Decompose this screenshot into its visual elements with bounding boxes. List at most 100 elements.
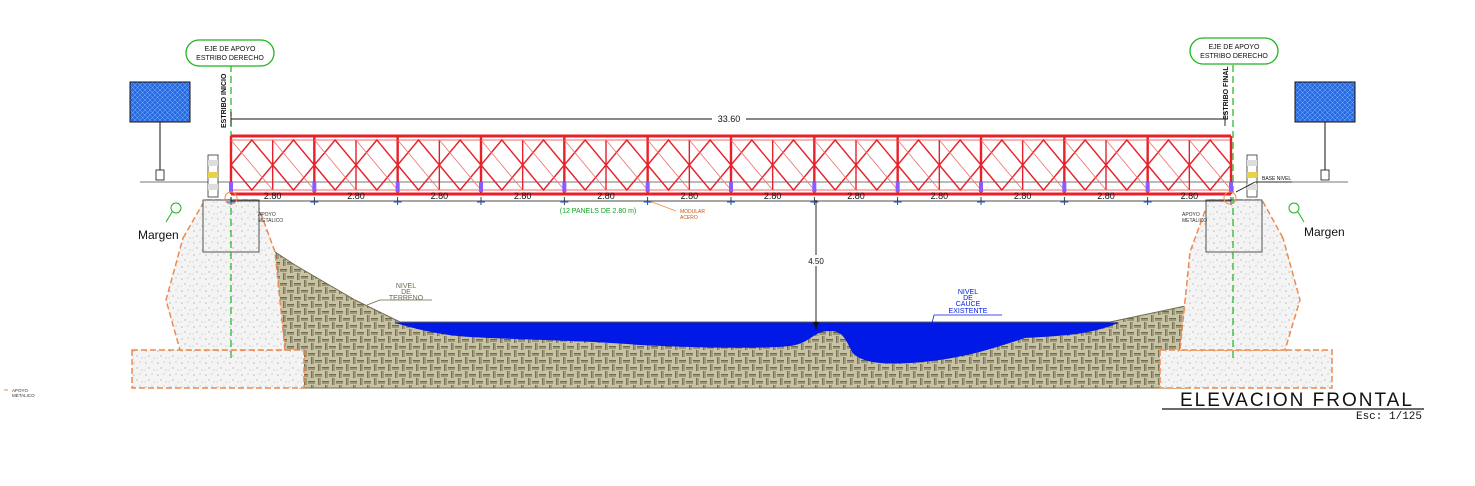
title-block: ELEVACION FRONTAL Esc: 1/125 xyxy=(1162,390,1424,423)
panel-tick xyxy=(977,197,985,205)
panel-length-label: 2.80 xyxy=(597,191,615,201)
panel-length-label: 2.80 xyxy=(431,191,449,201)
truss-panel xyxy=(812,136,899,194)
nivel-terreno-label: NIVEL DE TERRENO xyxy=(366,283,432,306)
panel-length-label: 2.80 xyxy=(264,191,282,201)
total-span-dimension: 33.60 xyxy=(230,112,1226,126)
river-bed-soil xyxy=(271,249,1191,389)
panel-pin xyxy=(645,182,650,192)
truss-panel xyxy=(895,136,982,194)
clearance-dimension: 4.50 xyxy=(803,200,829,330)
river-water xyxy=(395,323,1118,364)
panel-tick xyxy=(727,197,735,205)
panel-length-label: 2.80 xyxy=(764,191,782,201)
svg-text:ESTRIBO DERECHO: ESTRIBO DERECHO xyxy=(1200,53,1268,60)
drawing-scale: Esc: 1/125 xyxy=(1356,411,1422,423)
modular-note: MODULAR ACERO xyxy=(651,201,705,221)
truss-panel xyxy=(562,136,649,194)
left-guard-post xyxy=(207,154,219,198)
svg-text:NIVEL: NIVEL xyxy=(396,283,416,290)
panel-length-label: 2.80 xyxy=(931,191,949,201)
truss-panel xyxy=(395,136,482,194)
left-bearing-icon xyxy=(224,191,238,205)
svg-text:APOYO: APOYO xyxy=(12,388,29,393)
right-margen: Margen xyxy=(1288,202,1345,239)
panels-note: (12 PANELS DE 2.80 m) xyxy=(560,208,637,215)
truss-panel xyxy=(729,136,816,194)
truss-panel xyxy=(479,136,566,194)
left-axis-tag: EJE DE APOYO ESTRIBO DERECHO xyxy=(185,39,275,67)
panel-pin xyxy=(729,182,733,192)
svg-text:4.50: 4.50 xyxy=(808,257,824,266)
svg-text:ESTRIBO DERECHO: ESTRIBO DERECHO xyxy=(196,55,264,62)
svg-text:METALICO: METALICO xyxy=(258,218,283,224)
panel-tick xyxy=(893,197,902,205)
estribo-final-label: ESTRIBO FINAL xyxy=(1223,66,1230,120)
panel-tick xyxy=(1060,197,1069,205)
svg-text:APOYO: APOYO xyxy=(1182,212,1200,218)
panel-pin xyxy=(1229,182,1233,192)
panel-length-label: 2.80 xyxy=(514,191,532,201)
svg-text:CAUCE: CAUCE xyxy=(956,301,981,308)
truss-panel xyxy=(229,136,316,194)
svg-text:MODULAR: MODULAR xyxy=(680,209,705,215)
truss-panel xyxy=(312,136,399,194)
panel-pin xyxy=(229,182,233,192)
right-guard-post xyxy=(1246,154,1258,198)
svg-text:DE: DE xyxy=(401,289,411,296)
panel-tick xyxy=(477,197,485,205)
truss-panel xyxy=(645,136,732,194)
truss-panel xyxy=(1145,136,1232,194)
panel-tick xyxy=(310,197,319,205)
panel-pin xyxy=(1145,182,1150,192)
svg-text:Margen: Margen xyxy=(1304,225,1345,239)
svg-text:Margen: Margen xyxy=(138,228,179,242)
panel-tick xyxy=(810,197,819,205)
panel-tick xyxy=(560,197,569,205)
bank-level-marker: BASE NIVEL xyxy=(1235,176,1292,193)
apoyo-right-note: APOYO METALICO xyxy=(1182,212,1207,224)
right-abutment xyxy=(1159,199,1333,389)
svg-text:METALICO: METALICO xyxy=(12,393,35,398)
panel-length-label: 2.80 xyxy=(1097,191,1115,201)
svg-text:ACERO: ACERO xyxy=(680,215,698,221)
truss-panel xyxy=(1062,136,1149,194)
legend-apoyo: APOYO METALICO xyxy=(4,388,35,398)
svg-text:EXISTENTE: EXISTENTE xyxy=(949,308,988,315)
panel-pin xyxy=(895,182,900,192)
right-signboard xyxy=(1294,81,1356,181)
panel-pin xyxy=(1062,182,1067,192)
estribo-inicio-label: ESTRIBO INICIO xyxy=(221,73,228,128)
panel-length-label: 2.80 xyxy=(681,191,699,201)
svg-text:TERRENO: TERRENO xyxy=(389,295,424,302)
apoyo-left-note: APOYO METALICO xyxy=(258,212,283,224)
svg-text:NIVEL: NIVEL xyxy=(958,289,978,296)
nivel-cauce-label: NIVEL DE CAUCE EXISTENTE xyxy=(931,289,1002,324)
panel-pin xyxy=(812,182,817,192)
drawing-title: ELEVACION FRONTAL xyxy=(1180,390,1414,411)
right-bearing-icon xyxy=(1223,191,1237,205)
panel-pin xyxy=(312,182,317,192)
svg-text:DE: DE xyxy=(963,295,973,302)
truss-panel xyxy=(979,136,1066,194)
left-signboard xyxy=(129,81,191,181)
panel-dimensions: 2.80 2.80 2.80 2.80 2.80 2.80 2.80 2.80 2.80 2.80… xyxy=(264,191,1198,201)
svg-text:EJE DE APOYO: EJE DE APOYO xyxy=(205,46,257,53)
panel-ticks xyxy=(227,197,1232,205)
panel-pin xyxy=(479,182,483,192)
panel-tick xyxy=(643,197,652,205)
panel-length-label: 2.80 xyxy=(1181,191,1199,201)
right-axis-tag: EJE DE APOYO ESTRIBO DERECHO xyxy=(1189,37,1279,65)
svg-text:33.60: 33.60 xyxy=(718,114,741,124)
left-margen: Margen xyxy=(138,202,182,242)
bailey-truss xyxy=(229,134,1233,196)
panel-length-label: 2.80 xyxy=(847,191,865,201)
panel-pin xyxy=(979,182,983,192)
panel-pin xyxy=(562,182,567,192)
panel-length-label: 2.80 xyxy=(347,191,365,201)
panel-length-label: 2.80 xyxy=(1014,191,1032,201)
svg-text:BASE NIVEL: BASE NIVEL xyxy=(1262,176,1291,182)
panel-tick xyxy=(1143,197,1152,205)
panel-tick xyxy=(393,197,402,205)
